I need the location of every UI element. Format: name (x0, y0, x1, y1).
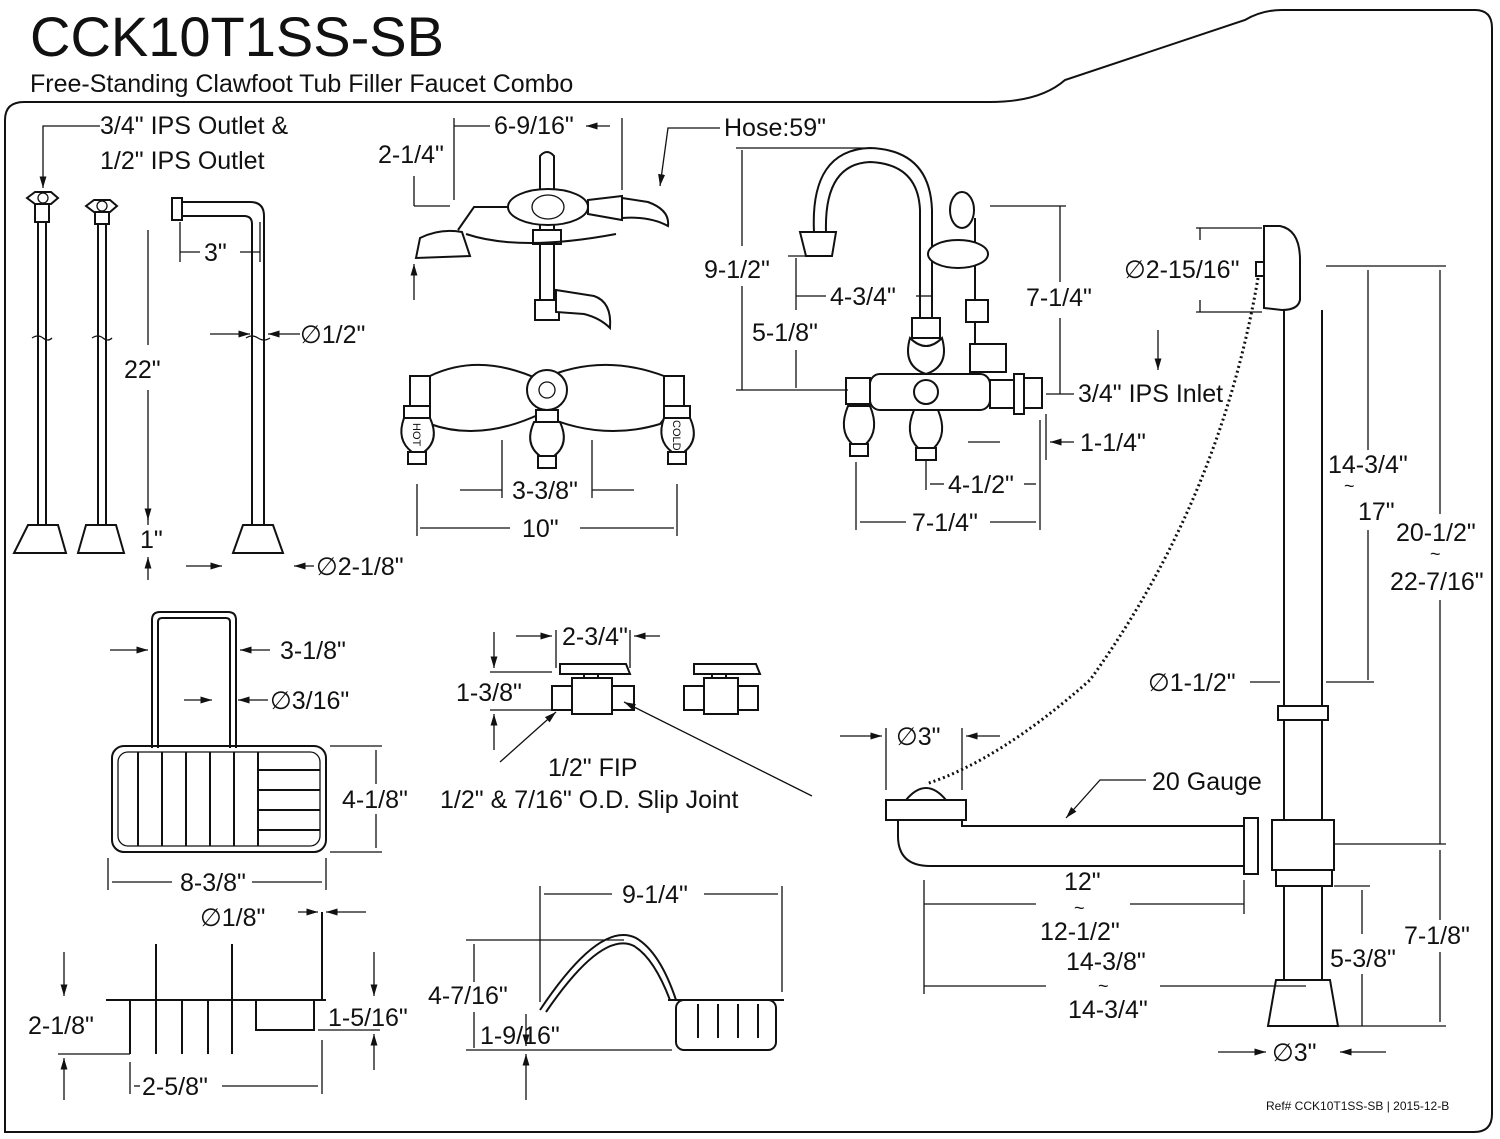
overall-depth-dim: 7-1/4" (912, 509, 978, 537)
total-height-1: 20-1/2" (1396, 519, 1476, 547)
supply-lines-group: 3/4" IPS Outlet & 1/2" IPS Outlet 3" ∅1/… (12, 112, 404, 581)
side-basket-height-dim: 1-5/16" (328, 1004, 408, 1032)
cold-label: COLD (670, 420, 682, 451)
drain-assembly: ∅2-15/16" 14-3/4" ~ 17" 20-1/2" ~ 22-7/1… (840, 225, 1484, 1067)
slip-joint-label: 1/2" & 7/16" O.D. Slip Joint (440, 786, 739, 814)
pipe-dia-dim: ∅1/2" (300, 321, 365, 349)
offset-dim: 3" (204, 239, 227, 267)
pipe-dia-dim: ∅1-1/2" (1148, 669, 1236, 697)
base-dim: 1" (140, 526, 163, 554)
lower-height-dim: 7-1/8" (1404, 922, 1470, 950)
fip-label: 1/2" FIP (548, 754, 637, 782)
cradle-height-dim: 7-1/4" (1026, 284, 1092, 312)
supply-line-1 (12, 191, 68, 554)
overall-run-1: 14-3/8" (1066, 948, 1146, 976)
valve-height-dim: 1-3/8" (456, 679, 522, 707)
gauge-label: 20 Gauge (1152, 768, 1262, 796)
dish-length-dim: 9-1/4" (622, 881, 688, 909)
valve-width-dim: 2-3/4" (562, 623, 628, 651)
valve-1 (551, 663, 635, 715)
basket-depth-dim: 4-1/8" (342, 786, 408, 814)
hand-shower-height-dim: 2-1/4" (378, 141, 444, 169)
overflow-dia-dim: ∅2-15/16" (1124, 256, 1239, 284)
flange-dia-dim: ∅2-1/8" (316, 553, 404, 581)
tub-caddy-side: ∅1/8" 2-1/8" 1-5/16" 2-5/8" (28, 904, 408, 1101)
valve-2 (683, 663, 762, 715)
dish-height-dim: 4-7/16" (428, 982, 508, 1010)
sheet-frame (4, 9, 1493, 1133)
hot-handle[interactable]: HOT (400, 405, 435, 465)
overall-width-dim: 10" (522, 515, 559, 543)
inlet-offset-dim: 1-1/4" (1080, 429, 1146, 457)
supply-line-2 (76, 199, 126, 554)
hot-label: HOT (410, 423, 422, 447)
center-handle[interactable] (529, 409, 565, 469)
handle-width-dim: 3-1/8" (280, 637, 346, 665)
run-approx: ~ (1074, 898, 1085, 918)
run-2: 12-1/2" (1040, 918, 1120, 946)
reference-number: Ref# CCK10T1SS-SB | 2015-12-B (1266, 1099, 1449, 1113)
overflow-height-2: 17" (1358, 498, 1395, 526)
tub-caddy-front: 3-1/8" ∅3/16" 4-1/8" 8-3/8" (107, 611, 408, 897)
overflow-height-1: 14-3/4" (1328, 451, 1408, 479)
inlet-label: 3/4" IPS Inlet (1078, 380, 1223, 408)
overall-run-2: 14-3/4" (1068, 996, 1148, 1024)
outlet-label-2: 1/2" IPS Outlet (100, 147, 265, 175)
overall-run-approx: ~ (1098, 976, 1109, 996)
overflow-height-approx: ~ (1344, 476, 1355, 496)
hose-length-dim: Hose:59" (724, 114, 826, 142)
side-width-dim: 2-5/8" (142, 1073, 208, 1101)
wire-dia-dim: ∅3/16" (270, 687, 349, 715)
faucet-front-view: HOT COLD 6-9/16" 2-1/4" Hose:59" 3-3/8" (378, 112, 826, 543)
dish-basket-height-dim: 1-9/16" (480, 1022, 560, 1050)
model-number: CCK10T1SS-SB (30, 5, 444, 68)
total-height-2: 22-7/16" (1390, 568, 1484, 596)
supply-line-3 (171, 197, 285, 554)
reach-dim: 4-3/4" (830, 283, 896, 311)
product-subtitle: Free-Standing Clawfoot Tub Filler Faucet… (30, 70, 573, 98)
basket-width-dim: 8-3/8" (180, 869, 246, 897)
drain-dia-dim: ∅3" (896, 723, 941, 751)
flange-dia-dim: ∅3" (1272, 1039, 1317, 1067)
side-wire-dia-dim: ∅1/8" (200, 904, 265, 932)
height-dim: 22" (124, 356, 161, 384)
side-height-dim: 2-1/8" (28, 1012, 94, 1040)
body-depth-dim: 4-1/2" (948, 471, 1014, 499)
centers-dim: 3-3/8" (512, 477, 578, 505)
cold-handle[interactable]: COLD (660, 405, 695, 465)
shutoff-valves: 2-3/4" 1-3/8" 1/2" FIP 1/2" & 7/16" O.D.… (440, 623, 813, 814)
tee-height-dim: 5-3/8" (1330, 945, 1396, 973)
spout-height-dim: 9-1/2" (704, 256, 770, 284)
width-top-dim: 6-9/16" (494, 112, 574, 140)
faucet-side-view: 9-1/2" 5-1/8" 4-3/4" 7-1/4" 3/4" IPS Inl… (704, 146, 1223, 537)
run-1: 12" (1064, 868, 1101, 896)
spout-drop-dim: 5-1/8" (752, 319, 818, 347)
outlet-label-1: 3/4" IPS Outlet & (100, 112, 288, 140)
soap-dish: 9-1/4" 4-7/16" 1-9/16" (428, 881, 784, 1100)
total-height-approx: ~ (1430, 544, 1441, 564)
